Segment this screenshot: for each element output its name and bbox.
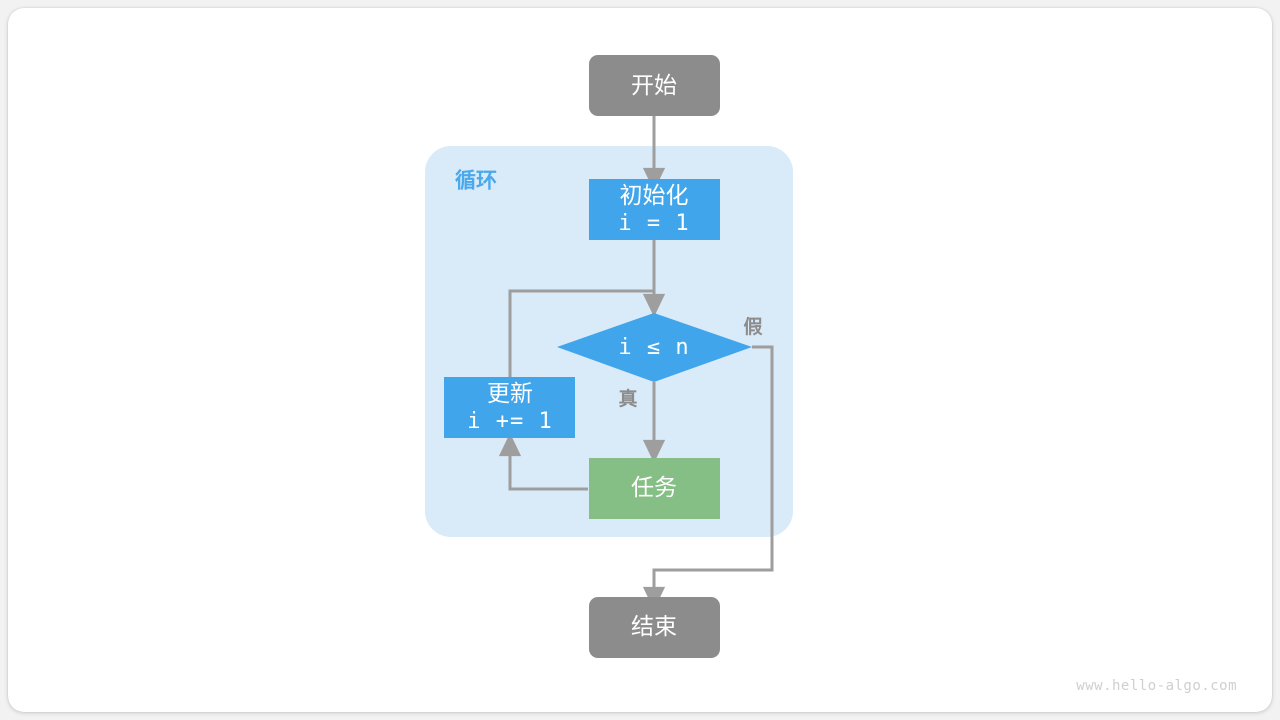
watermark-text: www.hello-algo.com xyxy=(1076,678,1237,694)
node-end-label: 结束 xyxy=(631,613,677,639)
node-update-label: 更新 xyxy=(487,380,533,406)
edge-label-false: 假 xyxy=(743,315,762,338)
edge-label-true: 真 xyxy=(618,387,637,410)
edge-update-to-cond xyxy=(508,289,654,377)
loop-container-label: 循环 xyxy=(455,169,497,193)
diagram-card: 循环 真 假 开始 初始化 xyxy=(8,8,1272,712)
edge-task-to-update xyxy=(498,432,588,491)
edge-cond-to-end xyxy=(642,345,774,611)
node-condition[interactable]: i ≤ n xyxy=(557,313,752,382)
node-update-code: i += 1 xyxy=(467,409,552,434)
node-task[interactable]: 任务 xyxy=(589,458,720,519)
node-end[interactable]: 结束 xyxy=(589,597,720,658)
node-start[interactable]: 开始 xyxy=(589,55,720,116)
node-init[interactable]: 初始化 i = 1 xyxy=(589,179,720,240)
flowchart-canvas: 循环 真 假 开始 初始化 xyxy=(425,55,1237,694)
node-init-code: i = 1 xyxy=(618,211,689,236)
node-task-label: 任务 xyxy=(631,474,677,500)
node-condition-code: i ≤ n xyxy=(618,335,689,360)
node-update[interactable]: 更新 i += 1 xyxy=(444,377,575,438)
node-init-label: 初始化 xyxy=(620,182,689,208)
node-start-label: 开始 xyxy=(631,72,677,98)
